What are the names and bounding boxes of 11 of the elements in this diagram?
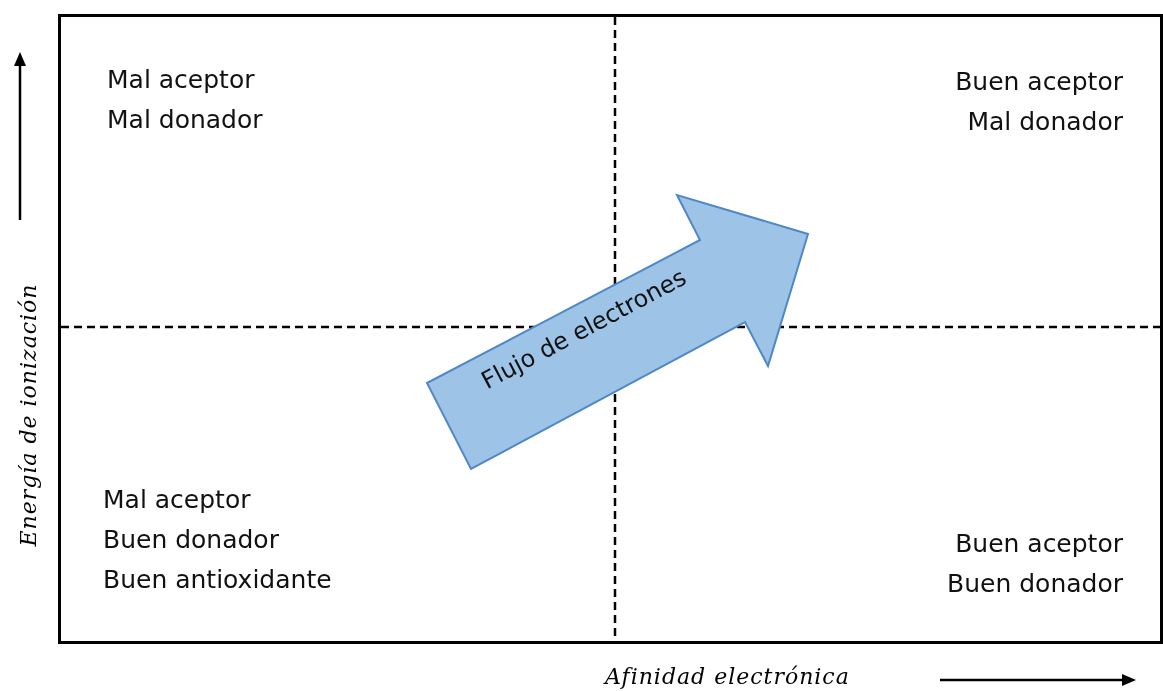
axis-label: Energía de ionización (15, 283, 41, 547)
quadrant-text: Buen donador (947, 568, 1123, 600)
quadrant-text: Buen antioxidante (103, 564, 332, 596)
quadrant-text: Buen aceptor (955, 66, 1123, 98)
quadrant-text: Mal donador (107, 104, 263, 136)
quadrant-text: Buen aceptor (955, 528, 1123, 560)
quadrant-text: Mal donador (967, 106, 1123, 138)
axis-label: Afinidad electrónica (605, 664, 850, 689)
quadrant-text: Mal aceptor (103, 484, 251, 516)
quadrant-text: Mal aceptor (107, 64, 255, 96)
quadrant-text: Buen donador (103, 524, 279, 556)
